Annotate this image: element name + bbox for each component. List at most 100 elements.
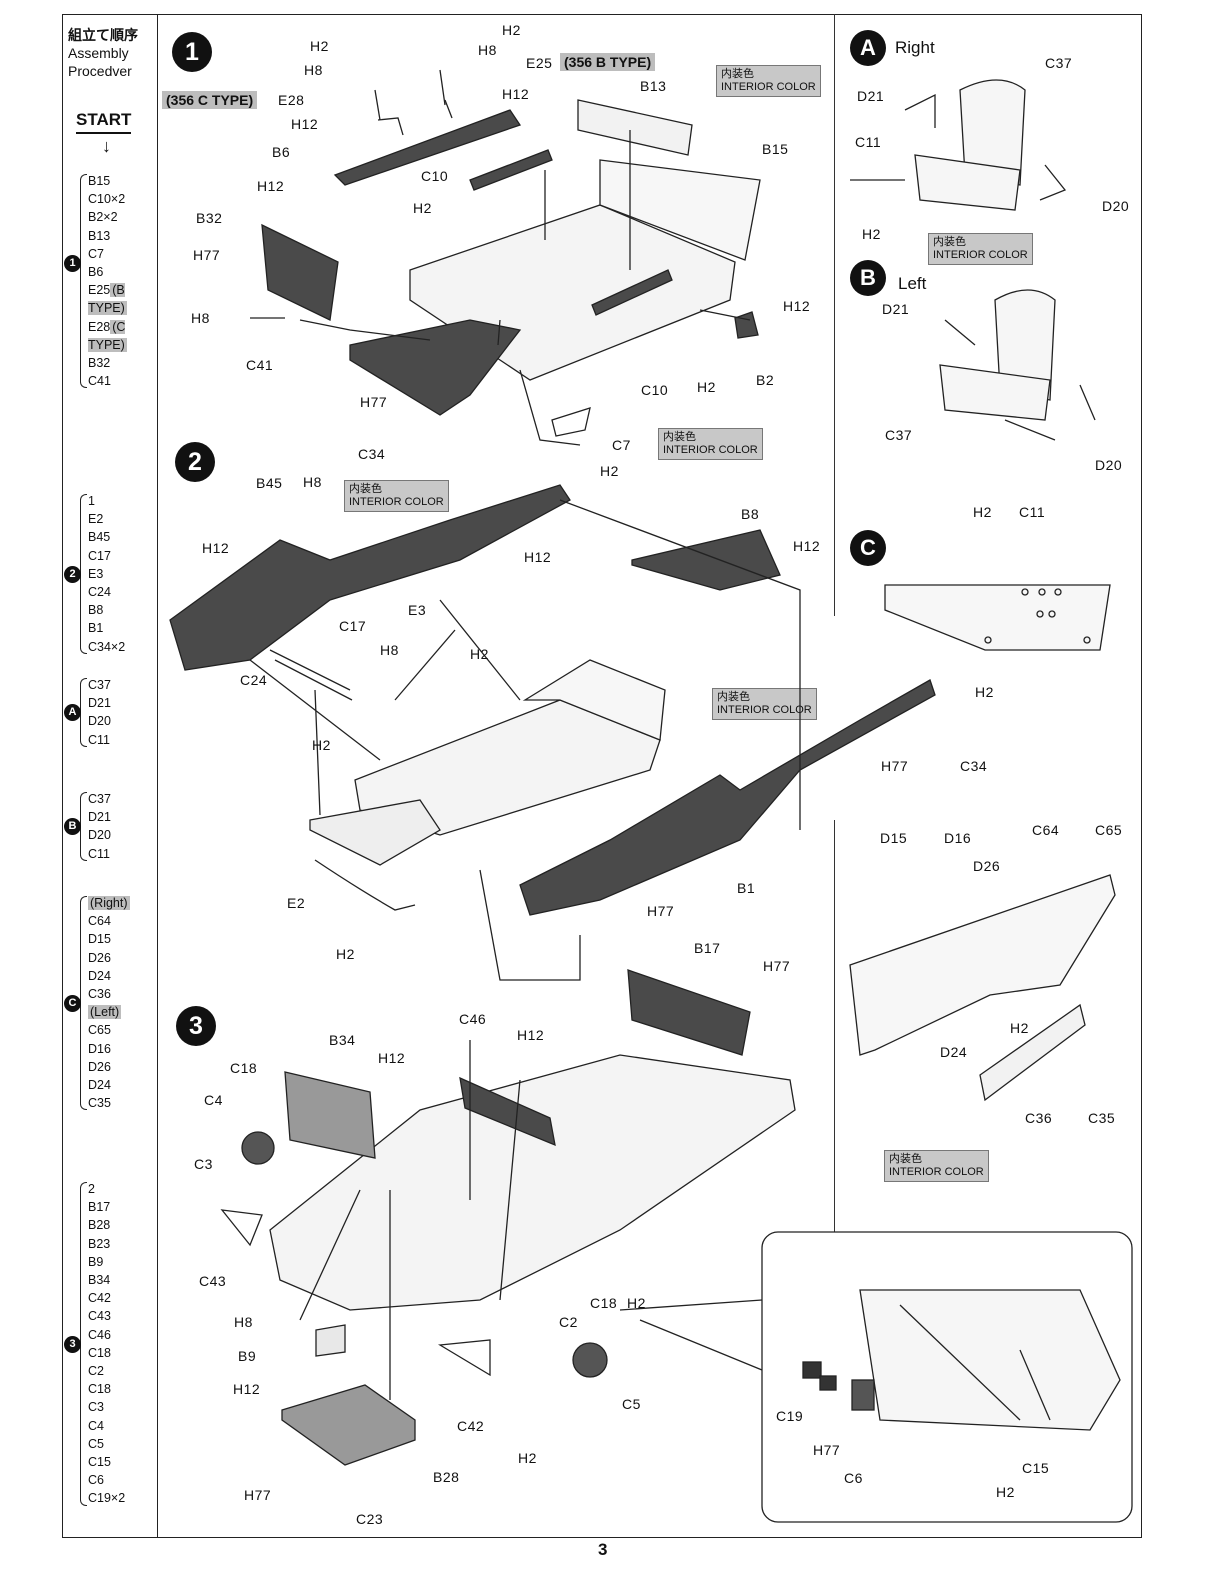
c43-arm bbox=[220, 1209, 263, 1247]
part-label-c37a: C37 bbox=[1045, 55, 1073, 71]
start-label: START bbox=[76, 110, 132, 134]
b45-left-rail bbox=[169, 484, 571, 671]
part-label-c6: C6 bbox=[844, 1470, 863, 1486]
sidebar-item: D20 bbox=[88, 714, 111, 729]
part-label-b32: B32 bbox=[196, 210, 223, 226]
sidebar-item: C19×2 bbox=[88, 1491, 126, 1506]
part-label-h77g: H77 bbox=[813, 1442, 841, 1458]
sidebar-item: 1 bbox=[88, 494, 95, 508]
c10-lower bbox=[591, 269, 673, 316]
sidebar-group-badge: 2 bbox=[64, 565, 81, 583]
sidebar-item: D21 bbox=[88, 810, 111, 825]
part-label-c41: C41 bbox=[246, 357, 274, 373]
part-label-b2: B2 bbox=[756, 372, 775, 388]
part-label-c18b: C18 bbox=[590, 1295, 618, 1311]
part-label-h2e: H2 bbox=[600, 463, 619, 479]
part-label-d26: D26 bbox=[973, 858, 1001, 874]
rear-panel-1 bbox=[599, 159, 761, 261]
c19-pedal-b bbox=[819, 1375, 837, 1391]
part-label-h77e: H77 bbox=[763, 958, 791, 974]
sidebar-item: 2 bbox=[88, 1182, 95, 1196]
panel-c bbox=[884, 584, 1111, 651]
part-label-h77f: H77 bbox=[244, 1487, 272, 1503]
c46-panel bbox=[459, 1076, 556, 1147]
sidebar-item: B8 bbox=[88, 603, 104, 618]
subtitle-right: Right bbox=[895, 38, 935, 57]
sidebar-item: B45 bbox=[88, 530, 111, 545]
c6-pedal bbox=[851, 1379, 875, 1411]
part-label-h77c: H77 bbox=[647, 903, 675, 919]
part-label-d16: D16 bbox=[944, 830, 972, 846]
part-label-c46: C46 bbox=[459, 1011, 487, 1027]
title-en2: Procedver bbox=[68, 63, 132, 79]
part-label-c7: C7 bbox=[612, 437, 631, 453]
sidebar-item: E3 bbox=[88, 566, 104, 581]
b28-tray bbox=[281, 1384, 416, 1466]
sidebar-group-badge: A bbox=[64, 704, 81, 722]
assembly-heading: 組立て順序 Assembly Procedver bbox=[68, 26, 138, 80]
part-label-h2g: H2 bbox=[312, 737, 331, 753]
part-label-h2h: H2 bbox=[336, 946, 355, 962]
c19-pedal-a bbox=[802, 1361, 822, 1379]
c36-strip bbox=[979, 1003, 1086, 1102]
sidebar-item: D26 bbox=[88, 950, 111, 965]
part-label-h2d: H2 bbox=[697, 379, 716, 395]
sidebar-item: C35 bbox=[88, 1096, 111, 1111]
sidebar-item: C36 bbox=[88, 987, 111, 1002]
sidebar-item: C3 bbox=[88, 1400, 104, 1415]
sidebar-item: C46 bbox=[88, 1327, 111, 1342]
part-label-d24: D24 bbox=[940, 1044, 968, 1060]
b17-firewall bbox=[627, 969, 751, 1056]
e3-rod bbox=[394, 629, 456, 701]
sidebar-item: B1 bbox=[88, 621, 104, 636]
part-label-d20b: D20 bbox=[1095, 457, 1123, 473]
part-label-h12h: H12 bbox=[517, 1027, 545, 1043]
type-356c: (356 C TYPE) bbox=[162, 91, 258, 109]
part-label-b34: B34 bbox=[329, 1032, 356, 1048]
step-2-marker: 2 bbox=[175, 442, 215, 482]
part-label-d20a: D20 bbox=[1102, 198, 1130, 214]
sidebar-item: C11 bbox=[88, 732, 111, 747]
part-label-c19: C19 bbox=[776, 1408, 804, 1424]
step-A-marker: A bbox=[850, 30, 886, 66]
sidebar-item: C10×2 bbox=[88, 192, 126, 207]
part-label-b6: B6 bbox=[272, 144, 291, 160]
part-label-h12j: H12 bbox=[233, 1381, 261, 1397]
sidebar-item: (Left) bbox=[88, 1005, 122, 1020]
subtitle-left: Left bbox=[898, 274, 927, 293]
part-label-c18a: C18 bbox=[230, 1060, 258, 1076]
step-3-marker: 3 bbox=[176, 1006, 216, 1046]
b8-crossmember bbox=[631, 529, 781, 591]
part-label-e25: E25 bbox=[526, 55, 553, 71]
c17-tubes bbox=[269, 649, 353, 701]
sidebar-item: C43 bbox=[88, 1309, 111, 1324]
part-label-h2j: H2 bbox=[862, 226, 881, 242]
sidebar-item: B34 bbox=[88, 1273, 111, 1288]
sidebar-item: E25(B TYPE) bbox=[88, 283, 127, 316]
rear-shelf-2 bbox=[522, 659, 666, 741]
b1-right-rail bbox=[519, 679, 936, 916]
c4-drum bbox=[241, 1131, 275, 1165]
sidebar-item: B15 bbox=[88, 174, 111, 188]
part-label-c23: C23 bbox=[356, 1511, 384, 1527]
part-label-d21a: D21 bbox=[857, 88, 885, 104]
seat-right-back bbox=[959, 79, 1026, 186]
part-label-c42: C42 bbox=[457, 1418, 485, 1434]
part-label-c17: C17 bbox=[339, 618, 367, 634]
part-label-h2n: H2 bbox=[627, 1295, 646, 1311]
b2-bracket bbox=[734, 311, 759, 339]
sidebar-item: B23 bbox=[88, 1236, 111, 1251]
title-jp: 組立て順序 bbox=[68, 27, 138, 43]
part-label-h2f: H2 bbox=[470, 646, 489, 662]
part-label-c43: C43 bbox=[199, 1273, 227, 1289]
b6-tunnel bbox=[333, 109, 522, 186]
part-label-b28: B28 bbox=[433, 1469, 460, 1485]
part-label-b45: B45 bbox=[256, 475, 283, 491]
